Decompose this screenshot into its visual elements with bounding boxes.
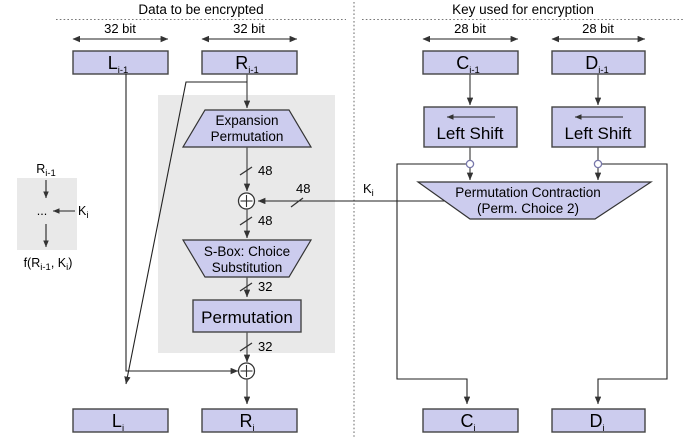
register-r-next-sub: i xyxy=(252,423,254,434)
wire-rprev-to-lnext xyxy=(124,81,247,385)
register-r-prev-sub: i-1 xyxy=(248,65,259,76)
xor-gate-key xyxy=(237,192,256,210)
bitwidth-measure-d: 28 bit xyxy=(551,21,646,43)
bitwidth-label-d: 28 bit xyxy=(582,21,614,36)
register-d-next[interactable]: Di xyxy=(551,408,646,434)
block-sbox-line1: S-Box: Choice xyxy=(204,244,290,259)
legend-caption-mid: , K xyxy=(51,256,67,270)
legend-panel xyxy=(17,178,77,250)
svg-text:Di-1: Di-1 xyxy=(585,53,609,76)
legend-caption-prefix: f(R xyxy=(24,256,41,270)
wire-lprev-to-xor xyxy=(125,74,239,375)
block-contraction-line2: (Perm. Choice 2) xyxy=(477,201,579,216)
bitwidth-label-r: 32 bit xyxy=(233,21,265,36)
block-left-shift-2[interactable]: Left Shift xyxy=(551,106,646,148)
legend-input-base: R xyxy=(36,162,45,176)
block-expansion-line2: Permutation xyxy=(211,129,284,144)
legend-caption-sub1: i-1 xyxy=(40,262,51,273)
block-left-shift-2-label: Left Shift xyxy=(564,124,631,143)
legend-input-sub: i-1 xyxy=(45,168,56,179)
register-c-prev[interactable]: Ci-1 xyxy=(422,50,519,76)
register-d-prev-sub: i-1 xyxy=(598,65,609,76)
register-d-next-sub: i xyxy=(602,423,604,434)
header-left: Data to be encrypted xyxy=(138,2,263,17)
register-d-next-base: D xyxy=(589,411,602,431)
svg-text:Ri: Ri xyxy=(239,411,254,434)
label-subkey: Ki xyxy=(363,181,374,199)
bitwidth-measure-c: 28 bit xyxy=(422,21,519,43)
register-r-prev-base: R xyxy=(235,53,248,73)
register-l-prev-sub: i-1 xyxy=(118,65,129,76)
tick-subkey xyxy=(290,197,304,208)
label-xor-out: 48 xyxy=(258,213,272,228)
register-l-prev-base: L xyxy=(108,53,118,73)
register-r-next[interactable]: Ri xyxy=(201,408,298,434)
legend-caption-sub2: i xyxy=(66,262,68,273)
register-c-next[interactable]: Ci xyxy=(422,408,519,434)
tick-expansion-out xyxy=(239,166,253,176)
block-sbox[interactable]: S-Box: Choice Substitution xyxy=(181,239,313,278)
label-key-in: 48 xyxy=(296,181,310,196)
legend-key-sub: i xyxy=(86,210,88,221)
header-right: Key used for encryption xyxy=(452,2,594,17)
label-expansion-out: 48 xyxy=(258,163,272,178)
label-subkey-sub: i xyxy=(372,188,374,199)
block-permutation-label: Permutation xyxy=(201,308,293,327)
svg-text:Ri-1: Ri-1 xyxy=(235,53,259,76)
legend-dots: ... xyxy=(37,204,47,218)
block-permutation[interactable]: Permutation xyxy=(192,299,302,333)
legend-key: Ki xyxy=(78,204,88,221)
register-c-next-sub: i xyxy=(473,423,475,434)
register-c-next-base: C xyxy=(460,411,473,431)
tick-perm-out xyxy=(239,342,253,352)
register-c-prev-base: C xyxy=(456,53,469,73)
register-l-prev[interactable]: Li-1 xyxy=(72,50,169,76)
legend-caption: f(Ri-1, Ki) xyxy=(24,256,73,273)
register-l-next-base: L xyxy=(112,411,122,431)
wire-shift1-to-cnext xyxy=(396,163,471,405)
xor-gate-feistel xyxy=(237,362,256,380)
block-permutation-contraction[interactable]: Permutation Contraction (Perm. Choice 2) xyxy=(416,181,653,220)
block-expansion-line1: Expansion xyxy=(215,113,278,128)
legend-key-base: K xyxy=(78,204,87,218)
register-d-prev-base: D xyxy=(585,53,598,73)
bitwidth-label-l: 32 bit xyxy=(104,21,136,36)
register-l-next[interactable]: Li xyxy=(72,408,169,434)
label-sbox-out: 32 xyxy=(258,279,272,294)
block-left-shift-1[interactable]: Left Shift xyxy=(423,106,518,148)
register-r-prev[interactable]: Ri-1 xyxy=(201,50,298,76)
label-subkey-base: K xyxy=(363,181,372,196)
svg-text:Ci-1: Ci-1 xyxy=(456,53,480,76)
block-expansion-permutation[interactable]: Expansion Permutation xyxy=(181,109,313,148)
bitwidth-measure-l: 32 bit xyxy=(72,21,169,43)
register-r-next-base: R xyxy=(239,411,252,431)
bitwidth-label-c: 28 bit xyxy=(454,21,486,36)
tick-xor-out xyxy=(239,216,253,226)
svg-text:Ci: Ci xyxy=(460,411,475,434)
junction-dot-d xyxy=(593,159,603,169)
junction-dot-c xyxy=(465,159,475,169)
block-contraction-line1: Permutation Contraction xyxy=(455,185,601,200)
block-sbox-line2: Substitution xyxy=(212,260,283,275)
wire-shift2-to-dnext xyxy=(594,163,668,405)
legend-caption-suffix: ) xyxy=(68,256,72,270)
block-left-shift-1-label: Left Shift xyxy=(436,124,503,143)
svg-text:Di: Di xyxy=(589,411,604,434)
register-c-prev-sub: i-1 xyxy=(469,65,480,76)
legend-input: Ri-1 xyxy=(36,162,56,179)
svg-text:Li: Li xyxy=(112,411,124,434)
legend-f-function: Ri-1 ... Ki f(Ri-1, Ki) xyxy=(17,162,88,273)
label-perm-out: 32 xyxy=(258,339,272,354)
bitwidth-measure-r: 32 bit xyxy=(201,21,298,43)
svg-text:Li-1: Li-1 xyxy=(108,53,129,76)
register-d-prev[interactable]: Di-1 xyxy=(551,50,646,76)
tick-sbox-out xyxy=(239,282,253,292)
register-l-next-sub: i xyxy=(122,423,124,434)
